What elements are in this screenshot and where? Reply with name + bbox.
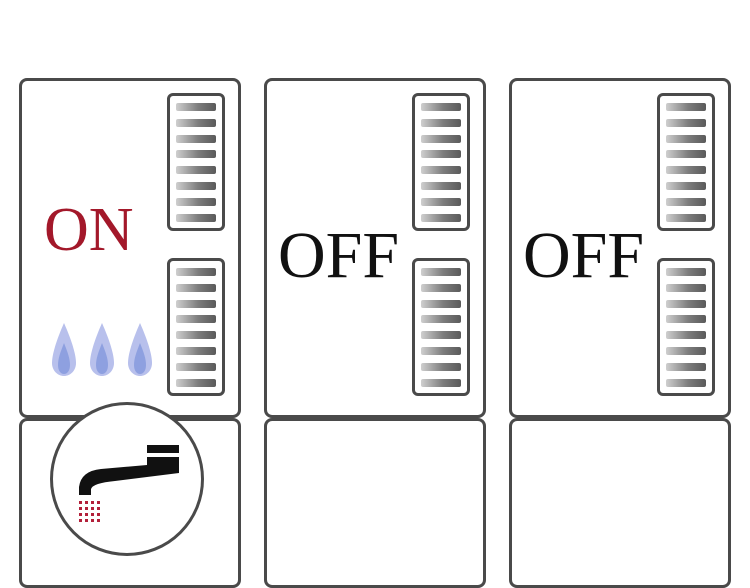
flame-2 [90, 323, 114, 376]
vent-slat [176, 197, 216, 206]
heater-base-2 [264, 418, 486, 588]
vent-slat [666, 150, 706, 159]
vent-grille-lower [657, 258, 715, 396]
vent-slat [176, 103, 216, 111]
vent-slat [666, 315, 706, 324]
heater-unit-1: ON [19, 78, 241, 418]
vent-slat [176, 347, 216, 355]
vent-slat [176, 299, 216, 308]
vent-slat [176, 213, 216, 222]
vent-slat [176, 315, 216, 324]
vent-grille-lower [412, 258, 470, 396]
vent-slat [176, 118, 216, 127]
vent-slat [176, 268, 216, 276]
hot-water-indicator [50, 402, 204, 556]
vent-slat [421, 197, 461, 206]
status-label-off: OFF [523, 219, 645, 292]
status-label-on: ON [44, 196, 134, 264]
vent-slat [421, 378, 461, 387]
vent-slat [421, 331, 461, 340]
faucet-icon [79, 445, 179, 522]
vent-slat [666, 268, 706, 276]
vent-slat [176, 166, 216, 175]
gas-flame-icon [52, 323, 152, 376]
vent-slat [666, 166, 706, 175]
vent-slat [666, 347, 706, 355]
vent-slat [421, 103, 461, 111]
vent-slat [421, 299, 461, 308]
vent-slat [421, 182, 461, 190]
heater-base-3 [509, 418, 731, 588]
vent-slat [176, 134, 216, 143]
vent-slat [666, 362, 706, 371]
vent-slat [421, 118, 461, 127]
vent-slat [176, 182, 216, 190]
vent-slat [666, 331, 706, 340]
flame-3 [128, 323, 152, 376]
vent-slat [421, 150, 461, 159]
vent-grille-upper [657, 93, 715, 231]
vent-slat [176, 150, 216, 159]
flame-1 [52, 323, 76, 376]
vent-slat [421, 362, 461, 371]
vent-slat [421, 283, 461, 292]
vent-slat [421, 315, 461, 324]
vent-slat [421, 134, 461, 143]
vent-slat [666, 378, 706, 387]
vent-slat [666, 134, 706, 143]
vent-slat [421, 347, 461, 355]
heater-unit-3: OFF [509, 78, 731, 418]
vent-slat [666, 213, 706, 222]
status-label-off: OFF [278, 219, 400, 292]
vent-grille-upper [412, 93, 470, 231]
heater-unit-2: OFF [264, 78, 486, 418]
vent-grille-lower [167, 258, 225, 396]
vent-slat [176, 331, 216, 340]
vent-slat [421, 268, 461, 276]
vent-slat [666, 118, 706, 127]
vent-slat [666, 182, 706, 190]
vent-slat [666, 197, 706, 206]
vent-slat [666, 103, 706, 111]
vent-slat [176, 378, 216, 387]
water-drops [79, 501, 100, 522]
vent-slat [666, 299, 706, 308]
vent-grille-upper [167, 93, 225, 231]
vent-slat [176, 362, 216, 371]
vent-slat [176, 283, 216, 292]
vent-slat [666, 283, 706, 292]
vent-slat [421, 166, 461, 175]
vent-slat [421, 213, 461, 222]
